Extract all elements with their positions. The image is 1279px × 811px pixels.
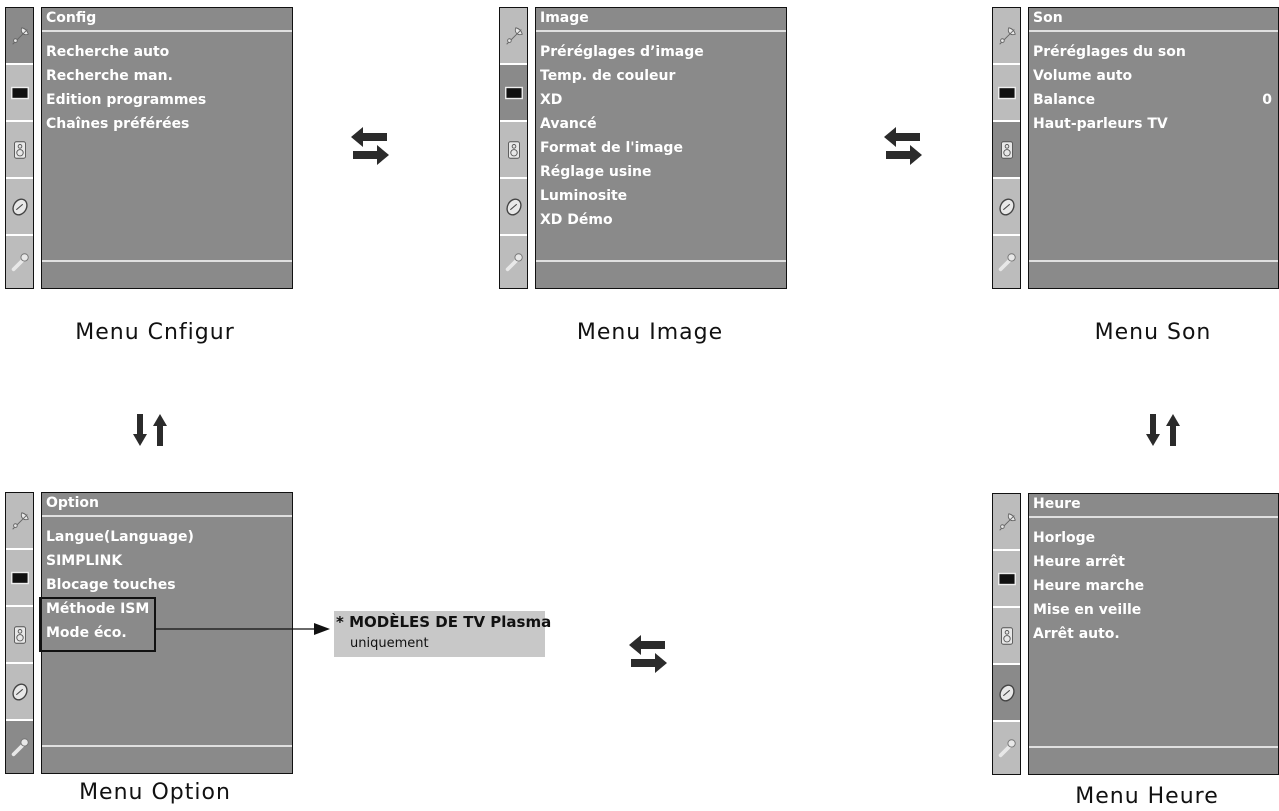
satellite-dish-icon[interactable] (993, 494, 1020, 551)
caption-option: Menu Option (79, 780, 231, 805)
menu-footer-divider (42, 745, 292, 747)
menu-title: Config (42, 8, 292, 32)
menu-item[interactable]: Haut-parleurs TV (1033, 116, 1168, 132)
menu-footer-divider (536, 260, 786, 262)
balance-label: Balance (1033, 92, 1096, 108)
menu-item[interactable]: Recherche man. (46, 68, 173, 84)
menu-item[interactable]: XD Démo (540, 212, 613, 228)
plasma-only-highlight (39, 597, 156, 652)
note-line1: * MODÈLES DE TV Plasma (336, 613, 552, 631)
menu-sidebar (992, 7, 1021, 289)
clock-dial-icon[interactable] (993, 179, 1020, 236)
menu-item[interactable]: Edition programmes (46, 92, 207, 108)
satellite-dish-icon[interactable] (6, 8, 33, 65)
satellite-dish-icon[interactable] (500, 8, 527, 65)
speaker-icon[interactable] (6, 122, 33, 179)
clock-dial-icon[interactable] (500, 179, 527, 236)
menu-title: Option (42, 493, 292, 517)
horizontal-swap-arrows-icon (349, 125, 391, 167)
menu-item[interactable]: Préréglages du son (1033, 44, 1186, 60)
menu-item[interactable]: Volume auto (1033, 68, 1133, 84)
menu-item-balance[interactable]: Balance 0 (1033, 88, 1272, 112)
satellite-dish-icon[interactable] (993, 8, 1020, 65)
speaker-icon[interactable] (500, 122, 527, 179)
menu-item[interactable]: Avancé (540, 116, 597, 132)
menu-item[interactable]: Méthode ISM (46, 601, 150, 617)
picture-screen-icon[interactable] (500, 65, 527, 122)
menu-sidebar (992, 493, 1021, 775)
horizontal-swap-arrows-icon (627, 633, 669, 675)
menu-item[interactable]: Mode éco. (46, 625, 127, 641)
plasma-models-note: * MODÈLES DE TV Plasma uniquement (334, 611, 551, 657)
menu-footer-divider (1029, 746, 1278, 748)
note-line2: uniquement (350, 636, 429, 651)
menu-item[interactable]: Horloge (1033, 530, 1096, 546)
menu-panel: Son Préréglages du son Volume auto Balan… (1028, 7, 1279, 289)
menu-panel: Heure Horloge Heure arrêt Heure marche M… (1028, 493, 1279, 775)
vertical-swap-arrows-icon (1145, 412, 1185, 448)
menu-item[interactable]: Langue(Language) (46, 529, 194, 545)
horizontal-swap-arrows-icon (882, 125, 924, 167)
menu-item[interactable]: Arrêt auto. (1033, 626, 1120, 642)
speaker-icon[interactable] (993, 608, 1020, 665)
clock-dial-icon[interactable] (993, 665, 1020, 722)
key-icon[interactable] (993, 722, 1020, 774)
menu-item[interactable]: Format de l'image (540, 140, 683, 156)
menu-item[interactable]: XD (540, 92, 563, 108)
menu-item[interactable]: Chaînes préférées (46, 116, 190, 132)
caption-image: Menu Image (576, 320, 724, 345)
menu-panel: Option Langue(Language) SIMPLINK Blocage… (41, 492, 293, 774)
menu-footer-divider (42, 260, 292, 262)
key-icon[interactable] (6, 721, 33, 773)
menu-sidebar (5, 492, 34, 774)
picture-screen-icon[interactable] (993, 551, 1020, 608)
menu-item[interactable]: Mise en veille (1033, 602, 1142, 618)
speaker-icon[interactable] (6, 607, 33, 664)
menu-panel: Image Préréglages d’image Temp. de coule… (535, 7, 787, 289)
menu-item[interactable]: Temp. de couleur (540, 68, 676, 84)
clock-dial-icon[interactable] (6, 664, 33, 721)
caption-heure: Menu Heure (1075, 784, 1219, 809)
menu-item[interactable]: Luminosite (540, 188, 628, 204)
menu-sidebar (5, 7, 34, 289)
menu-items: Langue(Language) SIMPLINK Blocage touche… (46, 525, 286, 645)
menu-panel: Config Recherche auto Recherche man. Edi… (41, 7, 293, 289)
menu-title: Heure (1029, 494, 1278, 518)
clock-dial-icon[interactable] (6, 179, 33, 236)
menu-items: Horloge Heure arrêt Heure marche Mise en… (1033, 526, 1272, 646)
menu-item[interactable]: Heure marche (1033, 578, 1145, 594)
picture-screen-icon[interactable] (993, 65, 1020, 122)
menu-item[interactable]: Recherche auto (46, 44, 170, 60)
menu-title: Son (1029, 8, 1278, 32)
caption-son: Menu Son (1094, 320, 1212, 345)
menu-items: Recherche auto Recherche man. Edition pr… (46, 40, 286, 136)
vertical-swap-arrows-icon (132, 412, 172, 448)
menu-title: Image (536, 8, 786, 32)
menu-items: Préréglages d’image Temp. de couleur XD … (540, 40, 780, 232)
menu-footer-divider (1029, 260, 1278, 262)
menu-item[interactable]: Heure arrêt (1033, 554, 1125, 570)
menu-item[interactable]: Blocage touches (46, 577, 176, 593)
picture-screen-icon[interactable] (6, 65, 33, 122)
balance-value: 0 (1262, 92, 1272, 108)
menu-item[interactable]: Préréglages d’image (540, 44, 704, 60)
satellite-dish-icon[interactable] (6, 493, 33, 550)
speaker-icon[interactable] (993, 122, 1020, 179)
menu-sidebar (499, 7, 528, 289)
caption-config: Menu Cnfigur (75, 320, 235, 345)
picture-screen-icon[interactable] (6, 550, 33, 607)
menu-item[interactable]: Réglage usine (540, 164, 652, 180)
menu-item[interactable]: SIMPLINK (46, 553, 123, 569)
